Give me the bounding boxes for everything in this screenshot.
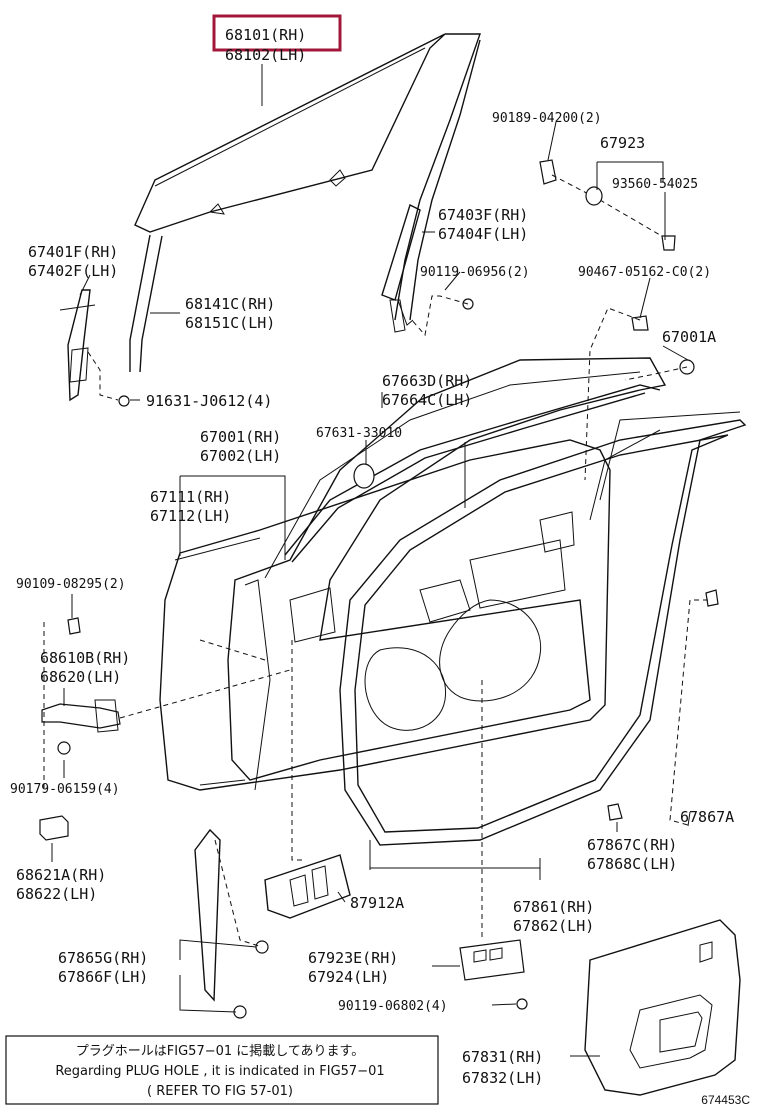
front-glass-channel: [129, 234, 163, 373]
label-68622[interactable]: 68622(LH): [16, 885, 97, 903]
label-67923[interactable]: 67923: [600, 134, 645, 152]
upper-right-fasteners: [539, 159, 695, 481]
label-90179[interactable]: 90179-06159(4): [10, 782, 120, 797]
door-inner-panel: [227, 357, 667, 791]
belt-moulding: [284, 384, 661, 563]
door-trim-panel: [584, 919, 741, 1096]
label-67865G[interactable]: 67865G(RH): [58, 949, 148, 967]
label-90109[interactable]: 90109-08295(2): [16, 577, 126, 592]
label-67404F[interactable]: 67404F(LH): [438, 225, 528, 243]
label-67402F[interactable]: 67402F(LH): [28, 262, 118, 280]
label-67923E[interactable]: 67923E(RH): [308, 949, 398, 967]
label-68621A[interactable]: 68621A(RH): [16, 866, 106, 884]
door-switch-bracket: [459, 939, 528, 1010]
label-67664C[interactable]: 67664C(LH): [382, 391, 472, 409]
label-67001[interactable]: 67001(RH): [200, 428, 281, 446]
label-67631[interactable]: 67631-33010: [316, 426, 402, 441]
door-glass: [134, 33, 446, 233]
note-box: プラグホールはFIG57−01 に掲載してあります。 Regarding PLU…: [5, 1035, 439, 1105]
label-67868C[interactable]: 67868C(LH): [587, 855, 677, 873]
label-68101[interactable]: 68101(RH): [225, 26, 306, 44]
label-87912A[interactable]: 87912A: [350, 894, 404, 912]
label-67867A[interactable]: 67867A: [680, 808, 734, 826]
figure-code: 674453C: [701, 1093, 750, 1107]
label-67866F[interactable]: 67866F(LH): [58, 968, 148, 986]
leader-lines: [51, 64, 691, 1057]
note-line-english: Regarding PLUG HOLE , it is indicated in…: [55, 1064, 384, 1079]
service-hole-cover: [264, 854, 351, 919]
label-67112[interactable]: 67112(LH): [150, 507, 231, 525]
label-90119-06956[interactable]: 90119-06956(2): [420, 265, 530, 280]
door-weatherstrip: [339, 411, 747, 846]
label-67111[interactable]: 67111(RH): [150, 488, 231, 506]
label-68141C[interactable]: 68141C(RH): [185, 295, 275, 313]
label-90189[interactable]: 90189-04200(2): [492, 111, 602, 126]
glass-run-frame: [389, 33, 481, 333]
door-stopper: [39, 815, 69, 841]
highlight-box: [212, 14, 342, 52]
label-68102[interactable]: 68102(LH): [225, 46, 306, 64]
rear-channel-bolts: [409, 295, 474, 337]
label-67861[interactable]: 67861(RH): [513, 898, 594, 916]
window-regulator: [59, 289, 130, 407]
note-line-japanese: プラグホールはFIG57−01 に掲載してあります。: [76, 1043, 364, 1059]
label-68620[interactable]: 68620(LH): [40, 668, 121, 686]
door-check: [41, 617, 291, 788]
label-91631[interactable]: 91631-J0612(4): [146, 392, 272, 410]
lower-frame-moulding: [194, 828, 269, 1019]
label-68610B[interactable]: 68610B(RH): [40, 649, 130, 667]
label-90467[interactable]: 90467-05162-C0(2): [578, 265, 711, 280]
label-67862[interactable]: 67862(LH): [513, 917, 594, 935]
rear-glass-channel: [381, 204, 421, 326]
label-90119-06802[interactable]: 90119-06802(4): [338, 999, 448, 1014]
label-68151C[interactable]: 68151C(LH): [185, 314, 275, 332]
label-67002[interactable]: 67002(LH): [200, 447, 281, 465]
door-outer-panel: [159, 439, 611, 791]
label-67663D[interactable]: 67663D(RH): [382, 372, 472, 390]
note-line-refer: ( REFER TO FIG 57-01): [147, 1084, 293, 1099]
label-67401F[interactable]: 67401F(RH): [28, 243, 118, 261]
label-67924[interactable]: 67924(LH): [308, 968, 389, 986]
label-67867C[interactable]: 67867C(RH): [587, 836, 677, 854]
label-67832[interactable]: 67832(LH): [462, 1069, 543, 1087]
hole-plug: [353, 463, 375, 489]
label-93560[interactable]: 93560-54025: [612, 177, 698, 192]
label-67831[interactable]: 67831(RH): [462, 1048, 543, 1066]
label-67001A[interactable]: 67001A: [662, 328, 716, 346]
label-67403F[interactable]: 67403F(RH): [438, 206, 528, 224]
weatherstrip-clips: [607, 589, 719, 826]
